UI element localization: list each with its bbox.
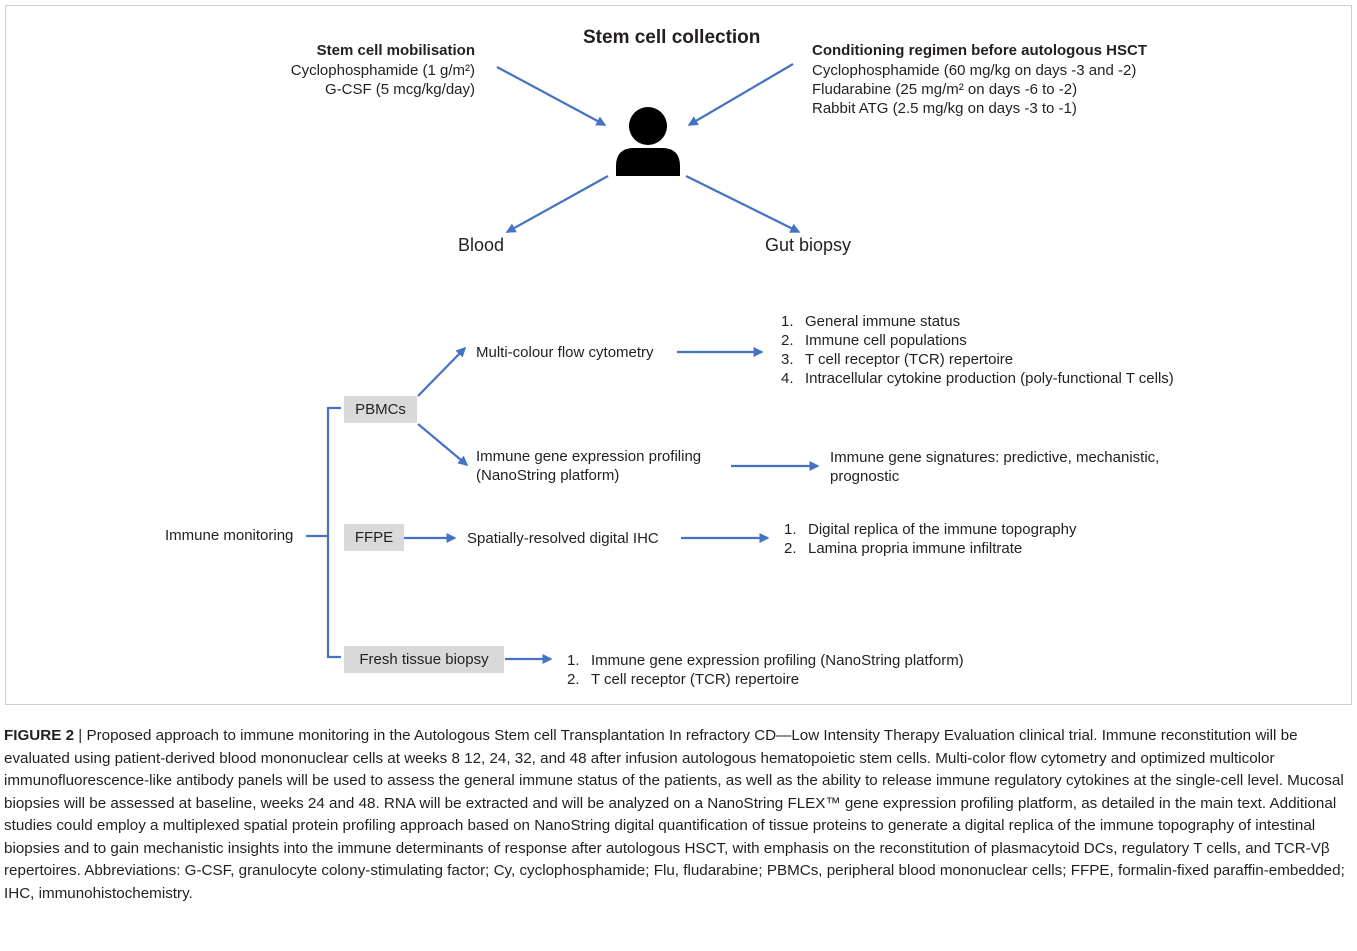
pbmcs-box: PBMCs bbox=[344, 396, 417, 423]
flow-cytometry-method: Multi-colour flow cytometry bbox=[476, 344, 654, 361]
list-item: 2.Lamina propria immune infiltrate bbox=[784, 540, 1023, 557]
caption-separator: | bbox=[74, 727, 87, 744]
arrow-pbmcs-to-gene bbox=[417, 423, 469, 466]
list-item: 1.Immune gene expression profiling (Nano… bbox=[567, 652, 964, 669]
gene-expression-method-line-2: (NanoString platform) bbox=[476, 467, 620, 484]
gut-biopsy-label: Gut biopsy bbox=[765, 235, 852, 255]
ffpe-label: FFPE bbox=[354, 529, 394, 546]
conditioning-line-2: Fludarabine (25 mg/m² on days -6 to -2) bbox=[812, 81, 1078, 98]
list-item: 1.General immune status bbox=[781, 313, 961, 330]
figure-caption: FIGURE 2 | Proposed approach to immune m… bbox=[4, 725, 1350, 905]
ffpe-box: FFPE bbox=[344, 524, 404, 551]
figure-frame bbox=[5, 5, 1352, 705]
arrow-pbmcs-to-flow bbox=[417, 346, 467, 397]
mobilisation-line-1: Cyclophosphamide (1 g/m²) bbox=[290, 62, 475, 79]
figure-label: FIGURE 2 bbox=[4, 727, 75, 744]
ihc-method: Spatially-resolved digital IHC bbox=[467, 530, 659, 547]
blood-label: Blood bbox=[458, 235, 505, 255]
list-item: 1.Digital replica of the immune topograp… bbox=[784, 521, 1077, 538]
fresh-outcomes-list: 1.Immune gene expression profiling (Nano… bbox=[567, 651, 964, 689]
conditioning-heading: Conditioning regimen before autologous H… bbox=[812, 42, 1147, 59]
fresh-tissue-biopsy-box: Fresh tissue biopsy bbox=[344, 646, 504, 673]
collection-title: Stem cell collection bbox=[583, 27, 761, 48]
list-item: 2.T cell receptor (TCR) repertoire bbox=[567, 671, 800, 688]
flow-outcomes-list: 1.General immune status 2.Immune cell po… bbox=[781, 312, 1174, 388]
caption-text: Proposed approach to immune monitoring i… bbox=[4, 727, 1345, 902]
conditioning-line-1: Cyclophosphamide (60 mg/kg on days -3 an… bbox=[812, 62, 1137, 79]
mobilisation-heading: Stem cell mobilisation bbox=[316, 42, 475, 59]
arrow-patient-to-blood bbox=[505, 175, 609, 233]
gene-expression-method-line-1: Immune gene expression profiling bbox=[476, 448, 702, 465]
gene-signatures-line-2: prognostic bbox=[830, 468, 900, 485]
arrow-mobilisation-to-patient bbox=[496, 66, 607, 126]
pbmcs-label: PBMCs bbox=[355, 401, 406, 418]
list-item: 2.Immune cell populations bbox=[781, 332, 967, 349]
arrow-conditioning-to-patient bbox=[687, 63, 794, 126]
fresh-tissue-biopsy-label: Fresh tissue biopsy bbox=[359, 651, 489, 668]
list-item: 4.Intracellular cytokine production (pol… bbox=[781, 370, 1174, 387]
person-icon bbox=[616, 107, 680, 176]
ffpe-outcomes-list: 1.Digital replica of the immune topograp… bbox=[784, 520, 1076, 558]
immune-monitoring-label: Immune monitoring bbox=[165, 527, 294, 544]
conditioning-line-3: Rabbit ATG (2.5 mg/kg on days -3 to -1) bbox=[812, 100, 1077, 117]
monitoring-bracket bbox=[326, 406, 341, 659]
arrow-patient-to-gut bbox=[685, 175, 801, 233]
gene-signatures-line-1: Immune gene signatures: predictive, mech… bbox=[830, 449, 1160, 466]
list-item: 3.T cell receptor (TCR) repertoire bbox=[781, 351, 1014, 368]
mobilisation-line-2: G-CSF (5 mcg/kg/day) bbox=[324, 81, 475, 98]
